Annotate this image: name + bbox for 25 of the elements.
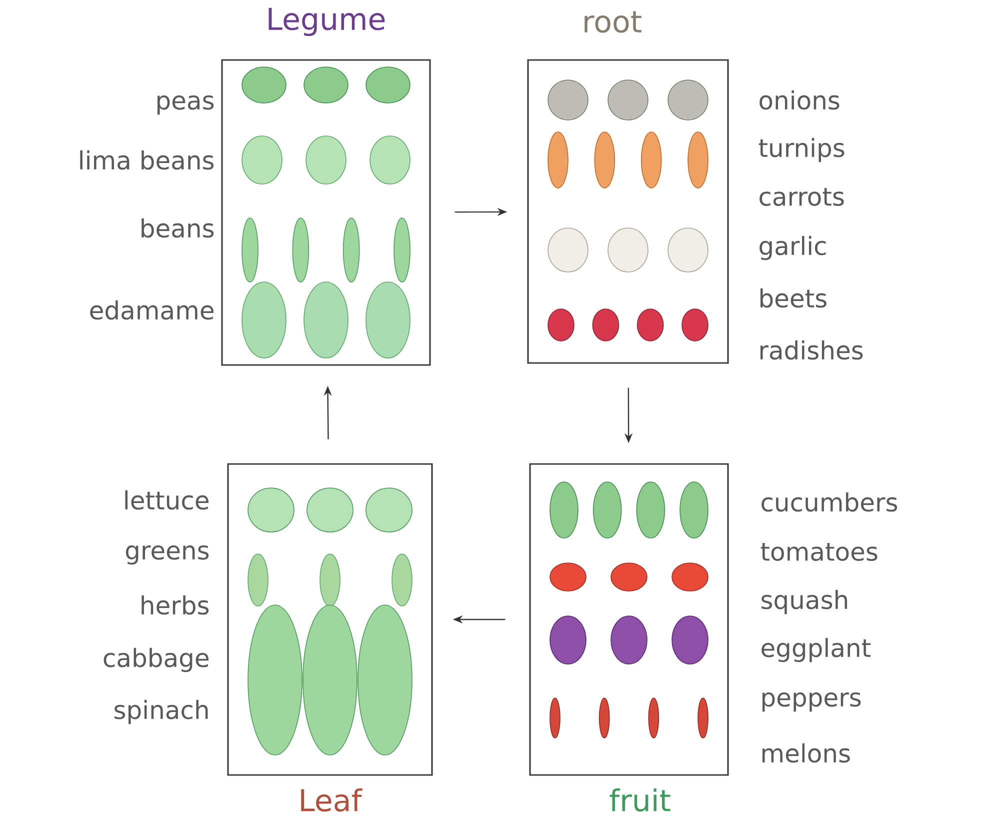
crop-name: lima beans [80, 150, 214, 170]
crop-name: edamame [90, 300, 214, 320]
crop-name: carrots [760, 188, 844, 206]
crop-name: eggplant [762, 638, 871, 662]
crop-name: radishes [760, 340, 863, 360]
heading: fruit [610, 788, 670, 812]
crop-name: cabbage [104, 648, 208, 672]
heading: Leaf [301, 788, 362, 812]
crop-name: beets [760, 288, 826, 308]
crop-name: greens [126, 545, 209, 565]
crop-name: spinach [114, 700, 208, 724]
crop-name: turnips [758, 138, 844, 162]
crop-name: peas [157, 95, 214, 115]
heading: Legume [268, 8, 385, 36]
crop-name: squash [762, 590, 848, 614]
crop-name: beans [142, 218, 214, 238]
crop-name: peppers [762, 692, 861, 712]
crop-name: garlic [760, 236, 826, 260]
crop-name: lettuce [125, 490, 208, 510]
crop-name: onions [760, 90, 840, 110]
crop-name: herbs [142, 595, 209, 615]
crop-name: tomatoes [760, 543, 878, 561]
crop-name: cucumbers [762, 492, 898, 512]
crop-name: melons [762, 743, 850, 763]
heading: root [584, 11, 642, 33]
